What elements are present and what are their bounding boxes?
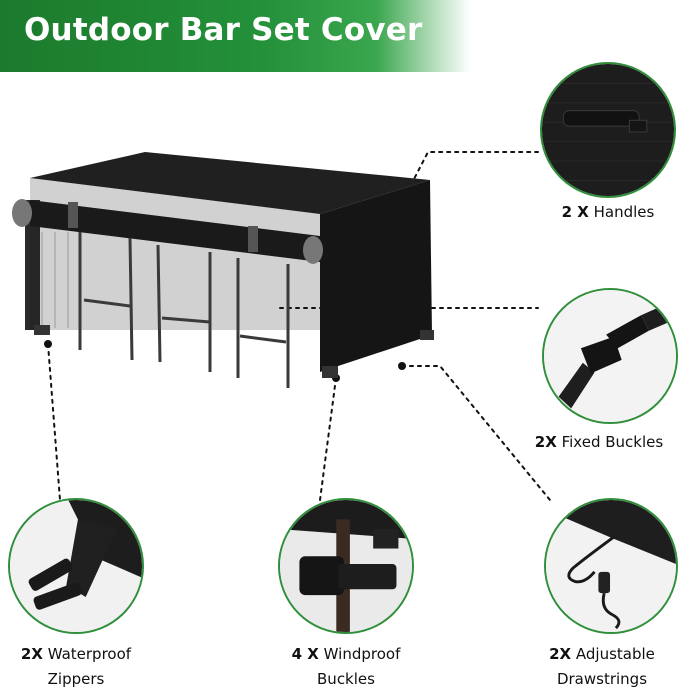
windproof-buckles-count: 4 X — [291, 645, 319, 663]
title-banner: Outdoor Bar Set Cover — [0, 0, 470, 72]
zippers-name-line1: Waterproof — [47, 645, 132, 663]
drawstrings-name-line2: Drawstrings — [556, 670, 648, 688]
zippers-detail — [8, 498, 144, 634]
windproof-buckle-icon — [280, 500, 412, 632]
zippers-count: 2X — [20, 645, 43, 663]
windproof-buckles-label: 4 X Windproof Buckles — [266, 642, 426, 692]
fixed-buckles-name: Fixed Buckles — [561, 433, 664, 451]
drawstrings-name-line1: Adjustable — [575, 645, 655, 663]
windproof-buckles-name-line1: Windproof — [323, 645, 401, 663]
fixed-buckle-icon — [544, 290, 676, 422]
handles-name: Handles — [593, 203, 655, 221]
zipper-icon — [10, 500, 142, 632]
fixed-buckles-label: 2X Fixed Buckles — [520, 430, 678, 455]
drawstring-icon — [546, 500, 676, 632]
page-title: Outdoor Bar Set Cover — [24, 12, 423, 48]
zippers-name-line2: Zippers — [47, 670, 105, 688]
bar-set-cover-image — [12, 152, 434, 388]
fixed-buckles-count: 2X — [534, 433, 557, 451]
windproof-buckles-detail — [278, 498, 414, 634]
handles-label: 2 X Handles — [540, 200, 676, 225]
drawstrings-label: 2X Adjustable Drawstrings — [526, 642, 678, 692]
handles-count: 2 X — [561, 203, 589, 221]
fixed-buckles-detail — [542, 288, 678, 424]
handles-detail — [540, 62, 676, 198]
windproof-buckles-name-line2: Buckles — [317, 670, 375, 688]
drawstrings-count: 2X — [549, 645, 572, 663]
drawstrings-detail — [544, 498, 678, 634]
handle-icon — [542, 64, 674, 196]
zippers-label: 2X Waterproof Zippers — [0, 642, 152, 692]
